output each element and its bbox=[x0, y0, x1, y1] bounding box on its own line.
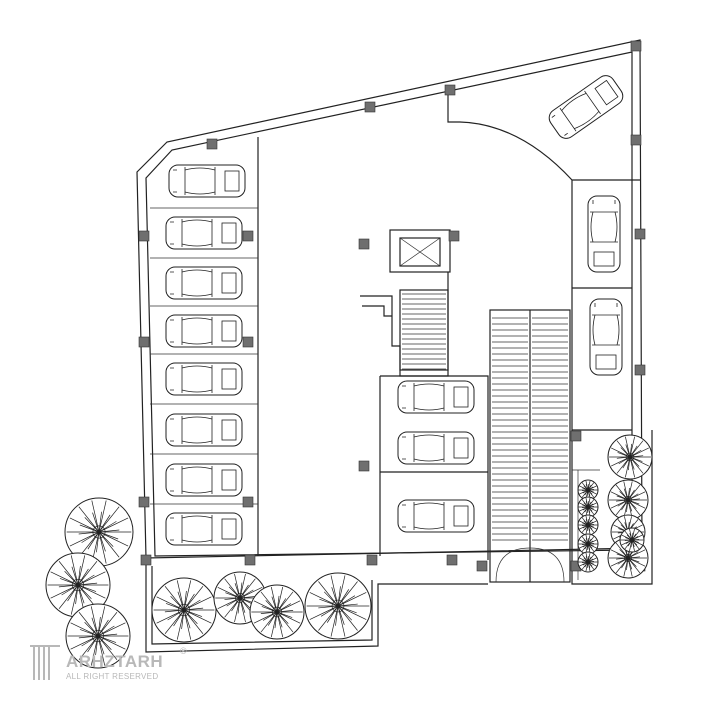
car bbox=[397, 499, 475, 533]
column bbox=[140, 554, 152, 566]
column bbox=[444, 84, 456, 96]
car bbox=[165, 413, 243, 447]
parking-cars bbox=[165, 75, 624, 546]
ramp bbox=[489, 309, 571, 583]
tree bbox=[619, 527, 645, 553]
left-parking-stalls bbox=[150, 207, 258, 505]
tree bbox=[65, 603, 131, 669]
column bbox=[630, 134, 642, 146]
column bbox=[570, 430, 582, 442]
column bbox=[366, 554, 378, 566]
tree bbox=[577, 496, 599, 518]
tree bbox=[577, 533, 599, 555]
car bbox=[589, 298, 623, 376]
column bbox=[446, 554, 458, 566]
column bbox=[242, 336, 254, 348]
curved-drive-wall bbox=[447, 92, 640, 181]
column bbox=[242, 496, 254, 508]
car bbox=[165, 362, 243, 396]
stair-treads bbox=[402, 293, 446, 370]
logo-subtitle: ALL RIGHT RESERVED bbox=[66, 672, 159, 681]
watermark-logo: ARHZTARH ® ALL RIGHT RESERVED bbox=[28, 642, 188, 690]
tree bbox=[577, 514, 599, 536]
column bbox=[358, 460, 370, 472]
column bbox=[634, 364, 646, 376]
tree bbox=[577, 551, 599, 573]
tree bbox=[304, 572, 372, 640]
car bbox=[587, 195, 621, 273]
column bbox=[476, 560, 488, 572]
car bbox=[165, 512, 243, 546]
landscape-trees bbox=[45, 434, 653, 669]
column bbox=[206, 138, 218, 150]
structural-columns bbox=[138, 40, 646, 572]
tree bbox=[64, 497, 134, 567]
tree bbox=[249, 584, 305, 640]
tree bbox=[607, 479, 649, 521]
column bbox=[448, 230, 460, 242]
outer-wall bbox=[136, 39, 643, 559]
car bbox=[397, 380, 475, 414]
car bbox=[165, 216, 243, 250]
tree bbox=[607, 434, 653, 480]
column bbox=[138, 496, 150, 508]
column bbox=[138, 336, 150, 348]
logo-icon bbox=[30, 645, 60, 680]
column bbox=[138, 230, 150, 242]
logo-name: ARHZTARH bbox=[66, 652, 164, 671]
car bbox=[548, 75, 624, 139]
column bbox=[364, 101, 376, 113]
car bbox=[165, 266, 243, 300]
right-planter-wall bbox=[571, 430, 653, 585]
column bbox=[242, 230, 254, 242]
column bbox=[358, 238, 370, 250]
car bbox=[397, 431, 475, 465]
car bbox=[165, 314, 243, 348]
car bbox=[165, 463, 243, 497]
planter-wall bbox=[145, 558, 488, 653]
inner-wall bbox=[145, 51, 633, 557]
tree bbox=[151, 577, 217, 643]
column bbox=[634, 228, 646, 240]
column bbox=[630, 40, 642, 52]
logo-registered: ® bbox=[180, 646, 187, 656]
middle-parking-block bbox=[379, 375, 489, 560]
column bbox=[244, 554, 256, 566]
car bbox=[168, 164, 246, 198]
